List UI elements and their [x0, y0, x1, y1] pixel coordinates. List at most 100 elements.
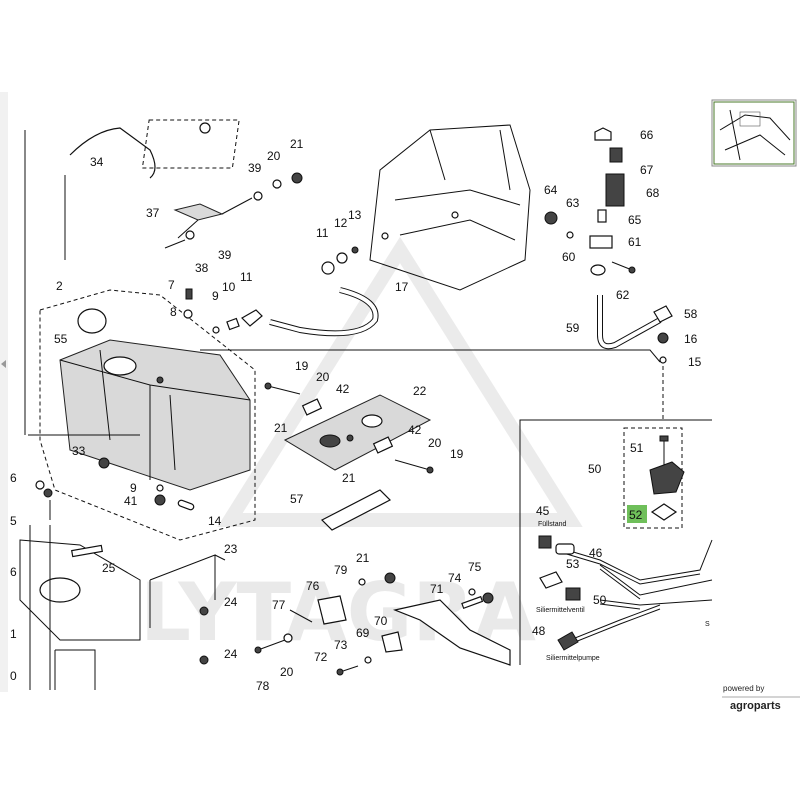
callout-38[interactable]: 38 [195, 261, 209, 275]
callout-16[interactable]: 16 [684, 332, 698, 346]
callout-74[interactable]: 74 [448, 571, 462, 585]
callout-64[interactable]: 64 [544, 183, 558, 197]
callout-21[interactable]: 21 [342, 471, 356, 485]
callout-42[interactable]: 42 [408, 423, 422, 437]
callout-labels[interactable]: 34 21 20 39 37 39 38 13 12 11 17 2 55 7 … [10, 128, 702, 693]
callout-79[interactable]: 79 [334, 563, 348, 577]
bracket-23 [149, 554, 226, 628]
callout-58[interactable]: 58 [684, 307, 698, 321]
callout-70[interactable]: 70 [374, 614, 388, 628]
plug-41 [154, 494, 166, 506]
callout-21[interactable]: 21 [356, 551, 370, 565]
callout-67[interactable]: 67 [640, 163, 654, 177]
callout-8[interactable]: 8 [170, 305, 177, 319]
callout-12[interactable]: 12 [334, 216, 348, 230]
callout-62[interactable]: 62 [616, 288, 630, 302]
callout-78[interactable]: 78 [256, 679, 270, 693]
callout-25[interactable]: 25 [102, 561, 116, 575]
nut-75 [482, 592, 494, 604]
callout-52[interactable]: 52 [629, 508, 643, 522]
callout-66[interactable]: 66 [640, 128, 654, 142]
valve-50b [565, 587, 581, 601]
fitting-7 [185, 288, 193, 300]
callout-21[interactable]: 21 [290, 137, 304, 151]
callout-20[interactable]: 20 [316, 370, 330, 384]
callout-20[interactable]: 20 [428, 436, 442, 450]
callout-75[interactable]: 75 [468, 560, 482, 574]
callout-34[interactable]: 34 [90, 155, 104, 169]
oring-9a [212, 326, 220, 334]
agroparts-logo[interactable]: agroparts [730, 700, 781, 712]
callout-6[interactable]: 6 [10, 565, 17, 579]
callout-14[interactable]: 14 [208, 514, 222, 528]
callout-10[interactable]: 10 [222, 280, 236, 294]
cover-knob [199, 122, 211, 134]
callout-42[interactable]: 42 [336, 382, 350, 396]
callout-15[interactable]: 15 [688, 355, 702, 369]
callout-48[interactable]: 48 [532, 624, 546, 638]
callout-76[interactable]: 76 [306, 579, 320, 593]
powered-by-text: powered by [723, 684, 764, 693]
bracket-61 [589, 235, 613, 249]
callout-19[interactable]: 19 [295, 359, 309, 373]
callout-71[interactable]: 71 [430, 582, 444, 596]
callout-51[interactable]: 51 [630, 441, 644, 455]
callout-68[interactable]: 68 [646, 186, 660, 200]
tank-33 [59, 339, 251, 491]
top-pipe [69, 127, 156, 179]
callout-41[interactable]: 41 [124, 494, 138, 508]
part-52-highlight[interactable] [627, 505, 647, 523]
feed-line [200, 349, 661, 363]
callout-21[interactable]: 21 [274, 421, 288, 435]
callout-72[interactable]: 72 [314, 650, 328, 664]
callout-61[interactable]: 61 [628, 235, 642, 249]
callout-7[interactable]: 7 [168, 278, 175, 292]
callout-46[interactable]: 46 [589, 546, 603, 560]
bracket-37 [173, 203, 224, 221]
callout-11[interactable]: 11 [240, 270, 253, 284]
callout-59[interactable]: 59 [566, 321, 580, 335]
callout-73[interactable]: 73 [334, 638, 348, 652]
callout-22[interactable]: 22 [413, 384, 427, 398]
callout-65[interactable]: 65 [628, 213, 642, 227]
callout-69[interactable]: 69 [356, 626, 370, 640]
callout-9[interactable]: 9 [130, 481, 137, 495]
viewer-nav-left-icon[interactable] [1, 360, 6, 368]
ring-63 [566, 231, 574, 239]
callout-20[interactable]: 20 [267, 149, 281, 163]
callout-11[interactable]: 11 [316, 226, 329, 240]
callout-57[interactable]: 57 [290, 492, 304, 506]
callout-77[interactable]: 77 [272, 598, 286, 612]
callout-63[interactable]: 63 [566, 196, 580, 210]
watermark-a-shape [217, 236, 583, 527]
callout-55[interactable]: 55 [54, 332, 68, 346]
callout-33[interactable]: 33 [72, 444, 86, 458]
callout-60[interactable]: 60 [562, 250, 576, 264]
callout-6[interactable]: 6 [10, 471, 17, 485]
callout-37[interactable]: 37 [146, 206, 160, 220]
callout-9[interactable]: 9 [212, 289, 219, 303]
callout-53[interactable]: 53 [566, 557, 580, 571]
callout-20[interactable]: 20 [280, 665, 294, 679]
callout-50[interactable]: 50 [593, 593, 607, 607]
callout-24[interactable]: 24 [224, 595, 238, 609]
label-siliermittelventil: Siliermittelventil [536, 607, 585, 614]
callout-39[interactable]: 39 [248, 161, 262, 175]
callout-39[interactable]: 39 [218, 248, 232, 262]
callout-0[interactable]: 0 [10, 669, 17, 683]
callout-50[interactable]: 50 [588, 462, 602, 476]
callout-17[interactable]: 17 [395, 280, 409, 294]
callout-24[interactable]: 24 [224, 647, 238, 661]
callout-5[interactable]: 5 [10, 514, 17, 528]
callout-45[interactable]: 45 [536, 504, 550, 518]
callout-1[interactable]: 1 [10, 627, 17, 641]
nut-79 [358, 578, 366, 586]
overview-thumbnail[interactable] [711, 99, 797, 167]
tank-opening [103, 356, 137, 376]
inset-frame [519, 419, 712, 665]
callout-13[interactable]: 13 [348, 208, 362, 222]
washer-20d [283, 633, 293, 643]
callout-19[interactable]: 19 [450, 447, 464, 461]
callout-2[interactable]: 2 [56, 279, 63, 293]
callout-23[interactable]: 23 [224, 542, 238, 556]
